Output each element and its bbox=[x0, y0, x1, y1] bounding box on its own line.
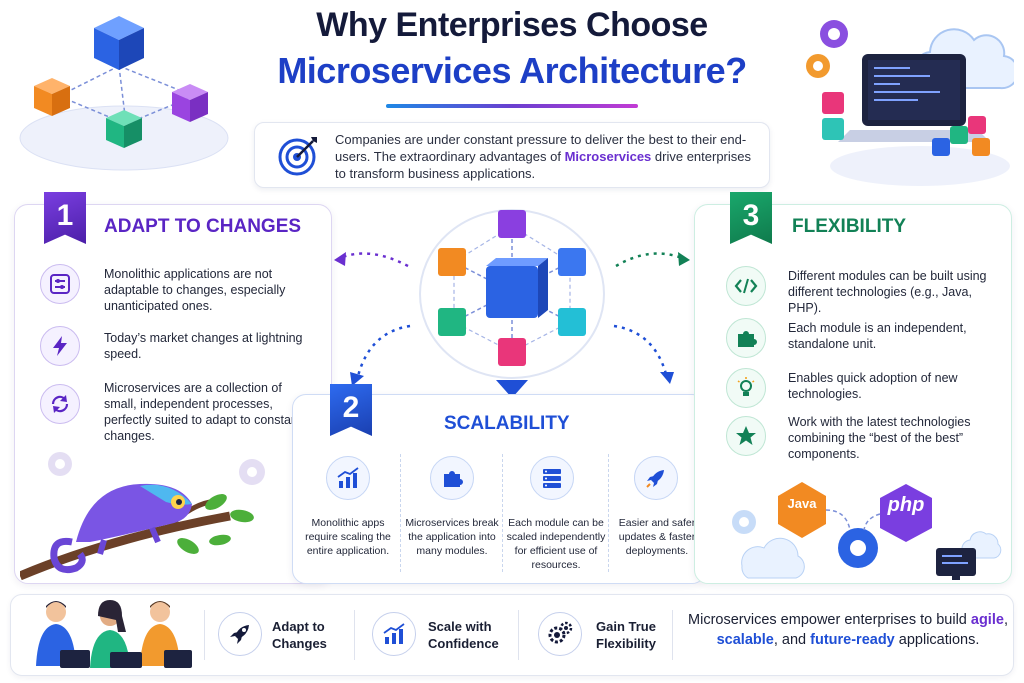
flex-item-1: Different modules can be built using dif… bbox=[788, 269, 987, 315]
gear-icon bbox=[48, 452, 265, 485]
intro-highlight: Microservices bbox=[564, 149, 652, 164]
tech-logos-illustration bbox=[732, 482, 1002, 580]
intro-text: Companies are under constant pressure to… bbox=[335, 132, 752, 181]
section-heading-scalability: SCALABILITY bbox=[444, 413, 570, 434]
star-icon bbox=[726, 416, 766, 456]
divider bbox=[608, 454, 609, 572]
adapt-item-3: Microservices are a collection of small,… bbox=[104, 381, 302, 443]
adapt-item-2: Today’s market changes at lightning spee… bbox=[104, 331, 303, 361]
lightning-icon bbox=[40, 326, 80, 366]
refresh-icon bbox=[40, 384, 80, 424]
page-title-line2: Microservices Architecture? bbox=[277, 50, 747, 91]
divider bbox=[502, 454, 503, 572]
team-illustration bbox=[36, 600, 192, 668]
connector-arrows-left bbox=[334, 252, 411, 386]
divider bbox=[400, 454, 401, 572]
bar-chart-icon bbox=[372, 612, 416, 656]
flex-item-4: Work with the latest technologies combin… bbox=[788, 415, 971, 461]
php-logo-label: php bbox=[887, 494, 925, 516]
divider bbox=[354, 610, 355, 660]
code-icon bbox=[726, 266, 766, 306]
hub-down-arrow bbox=[496, 380, 528, 398]
divider bbox=[672, 610, 673, 660]
scale-item-1: Monolithic apps require scaling the enti… bbox=[305, 517, 391, 557]
scale-item-4: Easier and safer updates & faster deploy… bbox=[618, 517, 696, 557]
connector-arrows-right bbox=[613, 252, 690, 384]
adapt-item-1: Monolithic applications are not adaptabl… bbox=[104, 267, 286, 313]
rocket-icon bbox=[634, 456, 678, 500]
server-icon bbox=[530, 456, 574, 500]
title-underline bbox=[386, 104, 638, 108]
puzzle-icon bbox=[430, 456, 474, 500]
rocket-icon bbox=[218, 612, 262, 656]
chameleon-illustration bbox=[20, 452, 265, 581]
divider bbox=[518, 610, 519, 660]
laptop-cloud-illustration bbox=[806, 20, 1014, 186]
lightbulb-icon bbox=[726, 368, 766, 408]
scale-item-2: Microservices break the application into… bbox=[405, 517, 499, 557]
scale-item-3: Each module can be scaled independently … bbox=[506, 517, 606, 571]
sliders-icon bbox=[40, 264, 80, 304]
target-icon bbox=[277, 135, 319, 182]
puzzle-icon bbox=[726, 318, 766, 358]
gear-icon bbox=[806, 20, 848, 78]
gear-icon bbox=[732, 510, 756, 534]
gears-icon bbox=[538, 612, 582, 656]
section-heading-adapt: ADAPT TO CHANGES bbox=[104, 216, 302, 237]
flex-item-3: Enables quick adoption of new technologi… bbox=[788, 371, 958, 401]
java-logo-label: Java bbox=[787, 496, 817, 511]
cube-network-illustration bbox=[19, 16, 229, 171]
flex-item-2: Each module is an independent, standalon… bbox=[788, 321, 967, 351]
section-heading-flexibility: FLEXIBILITY bbox=[792, 216, 906, 237]
gear-icon bbox=[838, 528, 878, 568]
intro-card: Companies are under constant pressure to… bbox=[254, 122, 770, 188]
bar-chart-icon bbox=[326, 456, 370, 500]
conclusion-text: Microservices empower enterprises to bui… bbox=[688, 612, 1008, 648]
divider bbox=[204, 610, 205, 660]
page-title-line1: Why Enterprises Choose bbox=[316, 6, 708, 44]
microservices-hub bbox=[419, 209, 605, 379]
